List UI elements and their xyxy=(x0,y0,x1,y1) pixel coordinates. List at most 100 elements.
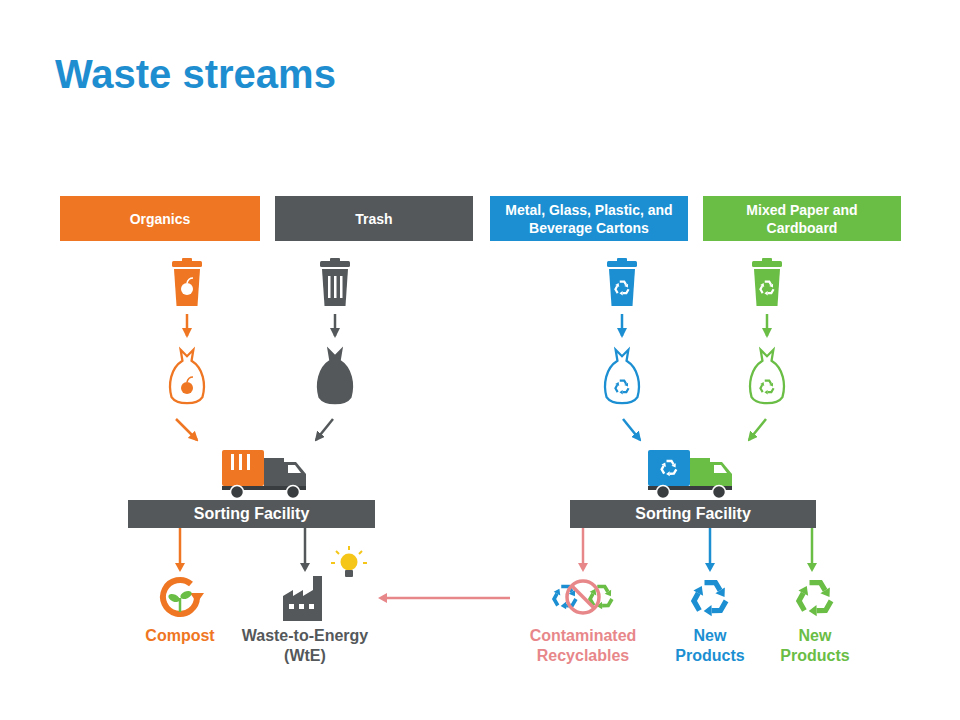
node-label: New Products xyxy=(665,626,755,666)
truck-stripe xyxy=(239,454,242,470)
facility-band: Sorting Facility xyxy=(128,500,375,528)
factory-icon xyxy=(283,576,322,621)
truck-wheel xyxy=(287,486,300,499)
recycle-symbol xyxy=(689,583,726,619)
truck-stripe xyxy=(247,454,250,470)
bin-stripe xyxy=(340,276,343,298)
node-label: Metal, Glass, Plastic, and Beverage Cart… xyxy=(498,201,680,237)
truck-container xyxy=(648,450,690,486)
truck-container xyxy=(222,450,264,486)
trash-bin xyxy=(320,258,350,306)
compost-arrowhead xyxy=(190,593,204,603)
flow-arrow xyxy=(176,419,197,440)
light-bulb xyxy=(341,554,358,571)
connector-line xyxy=(179,528,182,566)
trash-bag xyxy=(318,350,352,403)
truck-window xyxy=(288,465,301,473)
node-label: Compost xyxy=(130,626,230,646)
apple-icon xyxy=(181,382,193,394)
flow-arrow xyxy=(766,314,769,336)
arrow-head xyxy=(378,593,387,603)
flow-connector xyxy=(705,528,715,572)
paper-bag xyxy=(750,350,784,403)
apple-stem xyxy=(187,377,193,382)
truck-stripe xyxy=(231,454,234,470)
organics-bin xyxy=(172,258,202,306)
bulb-base xyxy=(345,570,353,577)
flow-arrow xyxy=(749,419,766,440)
truck-cab xyxy=(710,462,732,486)
recycle-symbol xyxy=(660,461,677,477)
facility-band: Sorting Facility xyxy=(570,500,816,528)
truck-wheel xyxy=(713,486,726,499)
arrow-head xyxy=(578,563,588,572)
output-node: Contaminated Recyclables xyxy=(510,572,656,676)
flow-arrow xyxy=(334,314,337,336)
output-node: Compost xyxy=(130,572,230,656)
arrow-head xyxy=(175,563,185,572)
bulb-ray xyxy=(363,562,367,564)
paper-bin xyxy=(752,258,782,306)
truck-cab xyxy=(284,462,306,486)
node-label: Trash xyxy=(355,210,392,228)
stream-header: Organics xyxy=(60,196,260,241)
arrow-head xyxy=(807,563,817,572)
recycle-symbol xyxy=(794,583,831,619)
diagram-title: Waste streams xyxy=(55,50,336,98)
connector-line xyxy=(811,528,814,566)
factory-window xyxy=(309,604,314,609)
stream-header: Trash xyxy=(275,196,473,241)
flow-connector xyxy=(300,528,310,572)
output-node: New Products xyxy=(665,572,755,676)
sprout-leaf xyxy=(179,589,193,600)
flow-arrow xyxy=(186,314,189,336)
recycle-symbol xyxy=(759,282,774,297)
connector-line xyxy=(304,528,307,566)
flow-connector xyxy=(807,528,817,572)
truck-container xyxy=(264,458,284,486)
node-label: Sorting Facility xyxy=(635,504,751,524)
apple-stem xyxy=(187,278,193,283)
bulb-ray xyxy=(331,562,335,564)
flow-arrow xyxy=(316,419,333,440)
flow-connector xyxy=(175,528,185,572)
flow-arrow xyxy=(621,314,624,336)
bin-stripe xyxy=(328,276,331,298)
node-label: Sorting Facility xyxy=(194,504,310,524)
truck-window xyxy=(714,465,727,473)
node-label: Mixed Paper and Cardboard xyxy=(711,201,893,237)
bulb-ray xyxy=(359,551,362,554)
truck-container xyxy=(690,458,710,486)
node-label: Organics xyxy=(130,210,191,228)
node-label: Waste-to-Energy (WtE) xyxy=(232,626,378,666)
truck-wheel xyxy=(231,486,244,499)
bulb-rays xyxy=(331,546,367,563)
stream-header: Metal, Glass, Plastic, and Beverage Cart… xyxy=(490,196,688,241)
recycle-symbol xyxy=(759,381,774,396)
recycle-symbol xyxy=(614,282,629,297)
apple-icon xyxy=(181,283,193,295)
truck-wheel xyxy=(657,486,670,499)
connector-line xyxy=(582,528,585,566)
bulb-ray xyxy=(336,551,339,554)
sprout-leaf xyxy=(167,592,181,603)
node-label: Contaminated Recyclables xyxy=(510,626,656,666)
flow-connector xyxy=(578,528,588,572)
organics-bag xyxy=(170,350,204,403)
recycle-symbol xyxy=(614,381,629,396)
stream-header: Mixed Paper and Cardboard xyxy=(703,196,901,241)
flow-arrow xyxy=(623,419,640,440)
output-node: New Products xyxy=(770,572,860,676)
recycling-bag xyxy=(605,350,639,403)
node-label: New Products xyxy=(770,626,860,666)
compost-cycle xyxy=(163,580,197,614)
connector-line xyxy=(709,528,712,566)
prohibition-sign xyxy=(567,581,599,613)
output-node: Waste-to-Energy (WtE) xyxy=(232,572,378,676)
bin-stripe xyxy=(334,276,337,298)
arrow-head xyxy=(705,563,715,572)
factory-window xyxy=(289,604,294,609)
